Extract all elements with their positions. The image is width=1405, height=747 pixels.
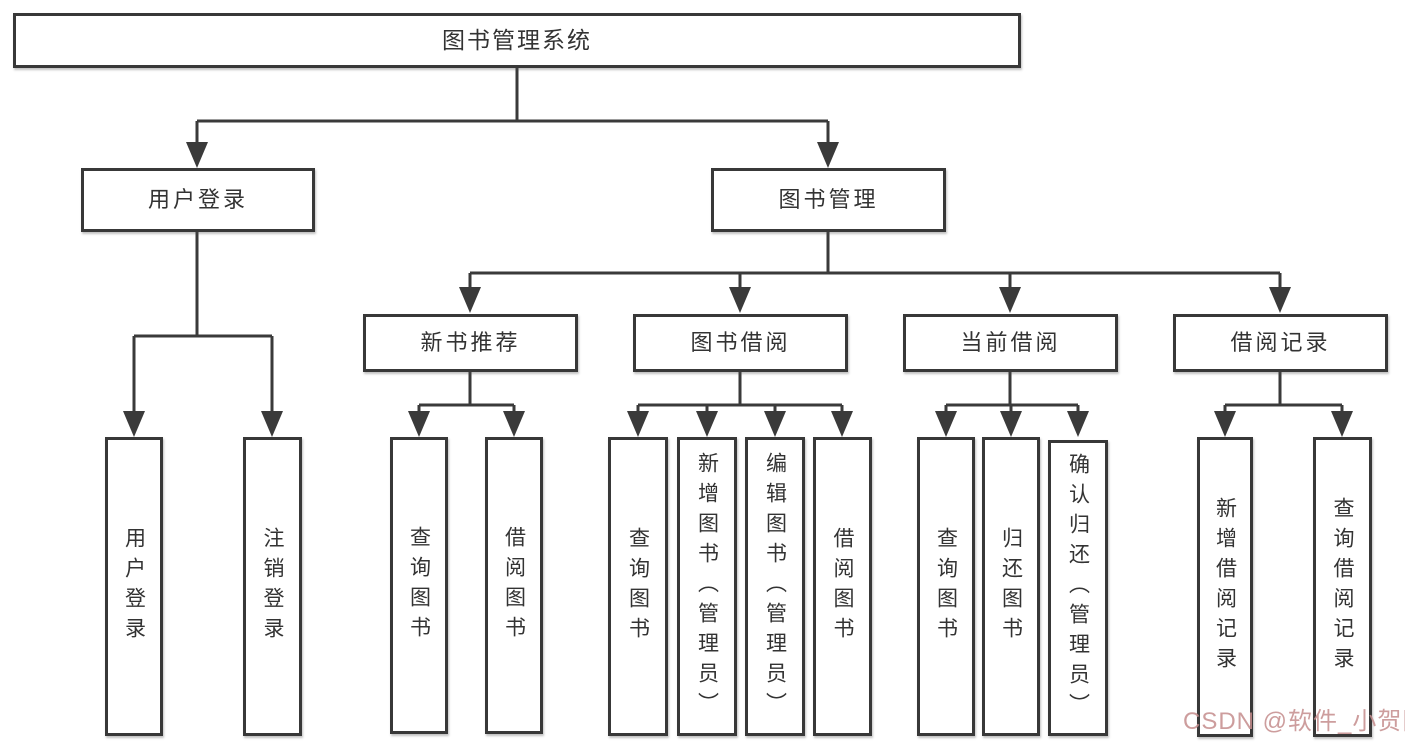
leaf-borrow-books-recommend: 借阅图书	[485, 437, 543, 734]
leaf-query-books-borrowing-label: 查询图书	[626, 526, 650, 647]
leaf-logout: 注销登录	[243, 437, 302, 736]
leaf-query-books-borrowing: 查询图书	[608, 437, 668, 736]
leaf-borrow-books-label: 借阅图书	[831, 526, 854, 647]
leaf-confirm-return-admin: 确认归还（管理员）	[1048, 440, 1108, 736]
leaf-user-login-label: 用户登录	[122, 526, 146, 647]
leaf-query-books-current-label: 查询图书	[934, 526, 958, 647]
node-book-borrowing-label: 图书借阅	[690, 330, 791, 355]
arrowheads	[123, 142, 1353, 437]
leaf-add-borrow-record: 新增借阅记录	[1197, 437, 1253, 737]
node-user-login: 用户登录	[81, 168, 315, 232]
node-current-borrowing-label: 当前借阅	[960, 330, 1061, 355]
leaf-query-books-recommend-label: 查询图书	[407, 525, 431, 646]
leaf-user-login: 用户登录	[105, 437, 163, 736]
node-current-borrowing: 当前借阅	[903, 314, 1118, 372]
leaf-query-borrow-record-label: 查询借阅记录	[1331, 497, 1354, 677]
leaf-add-books-admin: 新增图书（管理员）	[677, 437, 737, 736]
connector-segments	[132, 68, 1344, 414]
node-root-label: 图书管理系统	[442, 27, 592, 53]
leaf-logout-label: 注销登录	[261, 526, 284, 647]
node-borrowing-records-label: 借阅记录	[1230, 330, 1331, 355]
node-new-book-recommend: 新书推荐	[363, 314, 578, 372]
leaf-return-books: 归还图书	[982, 437, 1040, 736]
node-book-management-label: 图书管理	[778, 187, 879, 212]
node-user-login-label: 用户登录	[147, 187, 248, 212]
node-root: 图书管理系统	[13, 13, 1021, 68]
node-book-borrowing: 图书借阅	[633, 314, 848, 372]
leaf-add-borrow-record-label: 新增借阅记录	[1213, 497, 1237, 677]
leaf-edit-books-admin-label: 编辑图书（管理员）	[763, 451, 787, 722]
leaf-edit-books-admin: 编辑图书（管理员）	[745, 437, 805, 736]
node-borrowing-records: 借阅记录	[1173, 314, 1388, 372]
leaf-query-books-recommend: 查询图书	[390, 437, 448, 734]
csdn-watermark: CSDN @软件_小贺同学	[1183, 708, 1405, 735]
node-new-book-recommend-label: 新书推荐	[420, 330, 521, 355]
leaf-return-books-label: 归还图书	[999, 526, 1023, 647]
leaf-confirm-return-admin-label: 确认归还（管理员）	[1066, 453, 1090, 723]
leaf-add-books-admin-label: 新增图书（管理员）	[695, 451, 719, 722]
leaf-borrow-books-recommend-label: 借阅图书	[502, 525, 526, 646]
leaf-query-borrow-record: 查询借阅记录	[1313, 437, 1372, 737]
leaf-borrow-books: 借阅图书	[813, 437, 872, 736]
node-book-management: 图书管理	[711, 168, 946, 232]
leaf-query-books-current: 查询图书	[917, 437, 975, 736]
